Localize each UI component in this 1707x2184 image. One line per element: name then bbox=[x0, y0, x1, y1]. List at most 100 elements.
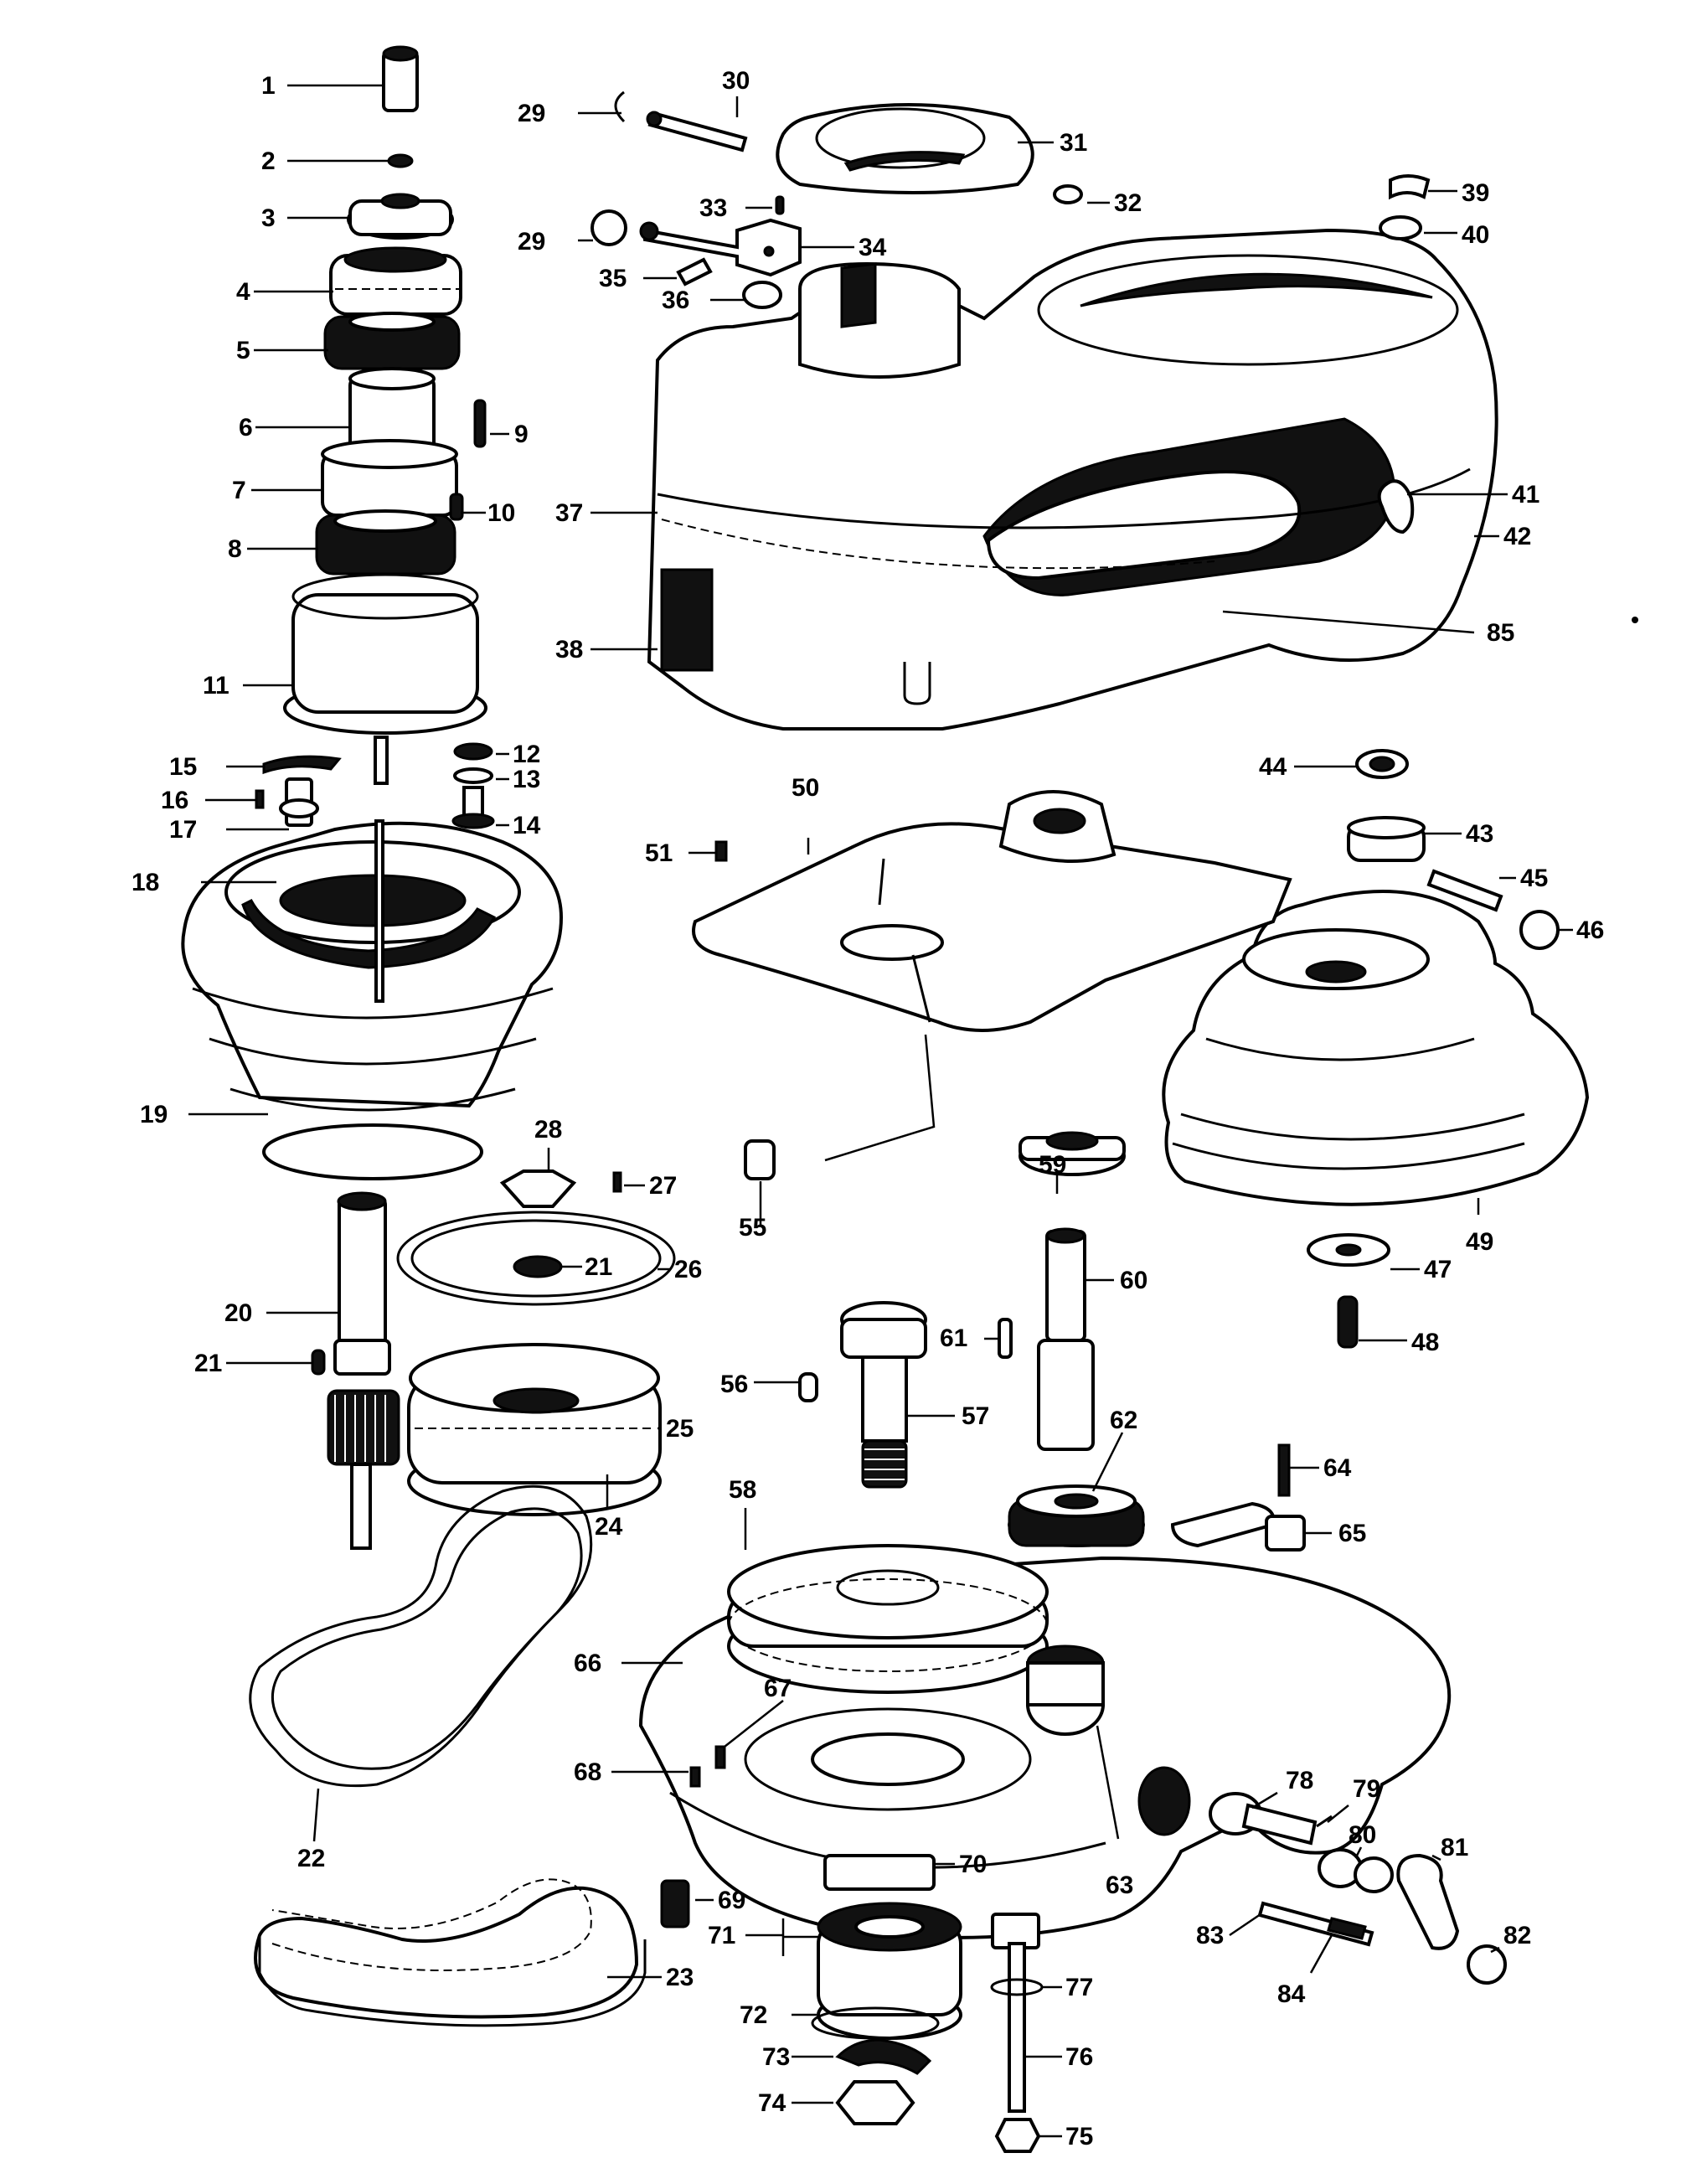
label-48: 48 bbox=[1411, 1329, 1439, 1356]
label-80: 80 bbox=[1349, 1821, 1376, 1849]
label-51: 51 bbox=[645, 839, 673, 867]
part-15-clip bbox=[262, 755, 342, 775]
part-40-washer bbox=[1379, 215, 1422, 240]
part-55-clip bbox=[744, 1034, 936, 1180]
label-23: 23 bbox=[666, 1964, 694, 1991]
label-83: 83 bbox=[1196, 1922, 1224, 1949]
label-40: 40 bbox=[1462, 221, 1489, 249]
label-55: 55 bbox=[739, 1214, 766, 1242]
label-38: 38 bbox=[555, 636, 583, 663]
label-70: 70 bbox=[959, 1851, 987, 1878]
label-39: 39 bbox=[1462, 179, 1489, 207]
part-78-bolt bbox=[1209, 1792, 1318, 1846]
label-29-top: 29 bbox=[518, 100, 545, 127]
label-76: 76 bbox=[1065, 2043, 1093, 2071]
label-29-mid: 29 bbox=[518, 228, 545, 256]
part-64-screw bbox=[1277, 1443, 1291, 1497]
label-26: 26 bbox=[674, 1256, 702, 1283]
label-11: 11 bbox=[203, 672, 229, 700]
part-59-bearing bbox=[1019, 1131, 1126, 1176]
label-25: 25 bbox=[666, 1415, 694, 1443]
part-43-collar bbox=[1347, 816, 1426, 862]
label-50: 50 bbox=[792, 774, 819, 802]
part-5-bearing bbox=[323, 312, 461, 370]
part-49-pulley bbox=[1162, 890, 1590, 1206]
label-79: 79 bbox=[1353, 1775, 1380, 1803]
part-21-key bbox=[311, 1255, 563, 1376]
label-5: 5 bbox=[236, 337, 250, 364]
label-22: 22 bbox=[297, 1845, 325, 1872]
part-8-bearing bbox=[315, 509, 456, 576]
part-22-belt bbox=[249, 1484, 593, 1788]
label-33: 33 bbox=[699, 194, 727, 222]
label-69: 69 bbox=[718, 1887, 745, 1914]
label-47: 47 bbox=[1424, 1256, 1452, 1283]
part-7-collar bbox=[321, 439, 458, 517]
label-15: 15 bbox=[169, 753, 197, 781]
part-30-pin bbox=[646, 111, 748, 152]
label-19: 19 bbox=[140, 1101, 168, 1128]
label-85: 85 bbox=[1487, 619, 1514, 647]
part-61-pin bbox=[998, 1318, 1013, 1359]
label-41: 41 bbox=[1512, 481, 1539, 509]
label-20: 20 bbox=[224, 1299, 252, 1327]
label-43: 43 bbox=[1466, 820, 1493, 848]
part-65-bracket bbox=[1170, 1501, 1306, 1552]
part-35-pin bbox=[676, 257, 713, 287]
label-31: 31 bbox=[1060, 129, 1087, 157]
label-65: 65 bbox=[1338, 1520, 1366, 1547]
label-84: 84 bbox=[1277, 1980, 1306, 2008]
part-70-nut bbox=[823, 1854, 936, 1891]
label-13: 13 bbox=[513, 766, 540, 793]
label-21-right: 21 bbox=[585, 1253, 612, 1281]
part-13-washer bbox=[453, 767, 493, 784]
label-45: 45 bbox=[1520, 865, 1548, 892]
part-47-washer bbox=[1307, 1233, 1390, 1267]
part-44-nut bbox=[1355, 749, 1409, 779]
part-82-knob bbox=[1467, 1944, 1507, 1985]
part-1-screw bbox=[382, 45, 419, 112]
label-32: 32 bbox=[1114, 189, 1142, 217]
part-3-cap bbox=[347, 193, 454, 240]
part-34-block bbox=[639, 218, 802, 277]
part-58-gear bbox=[727, 1544, 1049, 1694]
label-10: 10 bbox=[487, 499, 515, 527]
part-46-knob bbox=[1519, 910, 1560, 950]
part-labels: 1 2 3 4 5 6 7 8 9 10 11 12 13 14 15 16 1… bbox=[132, 67, 1604, 2150]
label-24: 24 bbox=[595, 1513, 623, 1541]
part-79-pin bbox=[1316, 1815, 1333, 1828]
label-17: 17 bbox=[169, 816, 197, 844]
label-21-left: 21 bbox=[194, 1350, 222, 1377]
label-6: 6 bbox=[239, 414, 253, 441]
part-83-84-screw bbox=[1257, 1901, 1374, 1947]
part-50-plate bbox=[692, 790, 1292, 1032]
part-2-nut bbox=[387, 153, 414, 168]
part-36-washer bbox=[742, 281, 782, 309]
part-71-bearing bbox=[817, 1902, 962, 2040]
label-57: 57 bbox=[962, 1402, 989, 1430]
part-29-clip bbox=[614, 90, 626, 123]
label-42: 42 bbox=[1503, 523, 1531, 550]
leader-lines bbox=[188, 84, 1573, 2138]
label-71: 71 bbox=[708, 1922, 735, 1949]
part-75-76-77-bolt bbox=[990, 1913, 1044, 2153]
label-49: 49 bbox=[1466, 1228, 1493, 1256]
part-9-pin bbox=[473, 399, 487, 448]
label-68: 68 bbox=[574, 1758, 601, 1786]
label-28: 28 bbox=[534, 1116, 562, 1144]
part-67-pin bbox=[714, 1745, 726, 1769]
label-37: 37 bbox=[555, 499, 583, 527]
part-57-bolt bbox=[840, 1301, 927, 1489]
label-9: 9 bbox=[514, 421, 529, 448]
part-48-screw bbox=[1337, 1295, 1359, 1349]
label-78: 78 bbox=[1286, 1767, 1313, 1794]
label-77: 77 bbox=[1065, 1974, 1093, 2001]
label-8: 8 bbox=[228, 535, 242, 563]
label-35: 35 bbox=[599, 265, 627, 292]
label-61: 61 bbox=[940, 1324, 967, 1352]
label-7: 7 bbox=[232, 477, 246, 504]
part-17-bolt bbox=[279, 777, 319, 827]
part-10-pin bbox=[449, 493, 464, 521]
